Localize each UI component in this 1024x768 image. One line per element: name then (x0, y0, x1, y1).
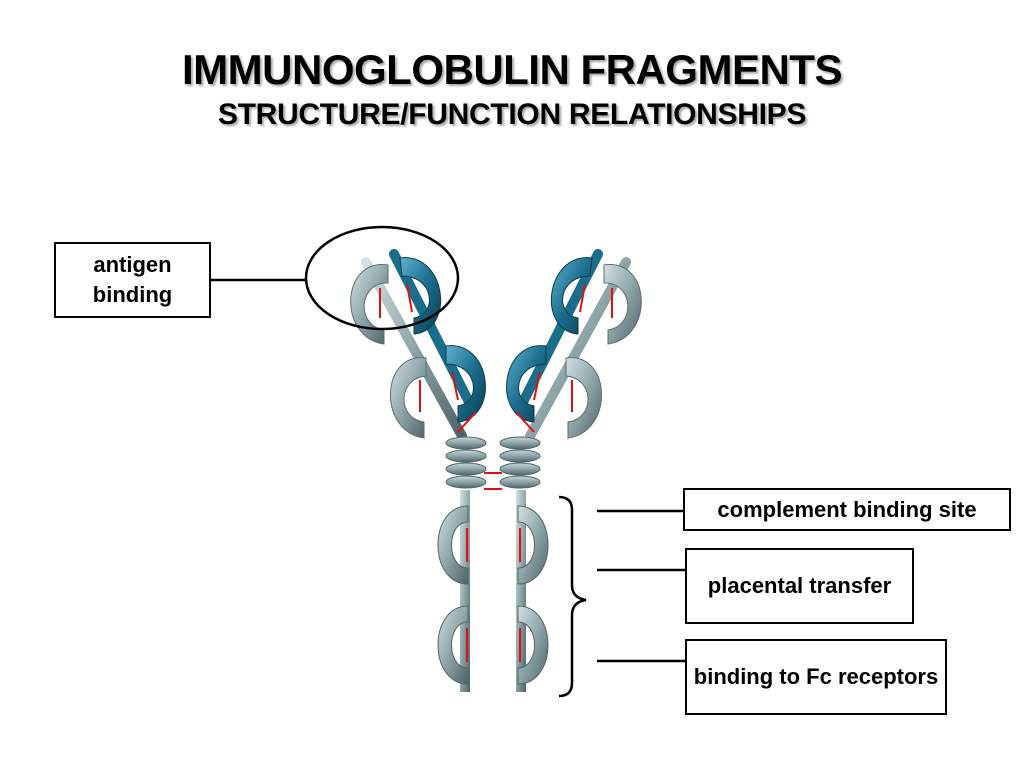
fc-region (437, 490, 549, 692)
hinge-region (445, 436, 541, 490)
antigen-binding-site-ellipse (304, 225, 460, 331)
left-fab-arm (350, 249, 486, 441)
page-title: IMMUNOGLOBULIN FRAGMENTS (182, 46, 842, 93)
antigen-binding-label: antigen binding (54, 242, 211, 318)
placental-transfer-label: placental transfer (685, 548, 914, 624)
fc-receptor-binding-label: binding to Fc receptors (685, 639, 947, 715)
fc-region-brace (558, 495, 587, 698)
page-subtitle: STRUCTURE/FUNCTION RELATIONSHIPS (217, 98, 807, 131)
complement-binding-site-label: complement binding site (683, 488, 1011, 531)
right-fab-arm (506, 249, 642, 441)
